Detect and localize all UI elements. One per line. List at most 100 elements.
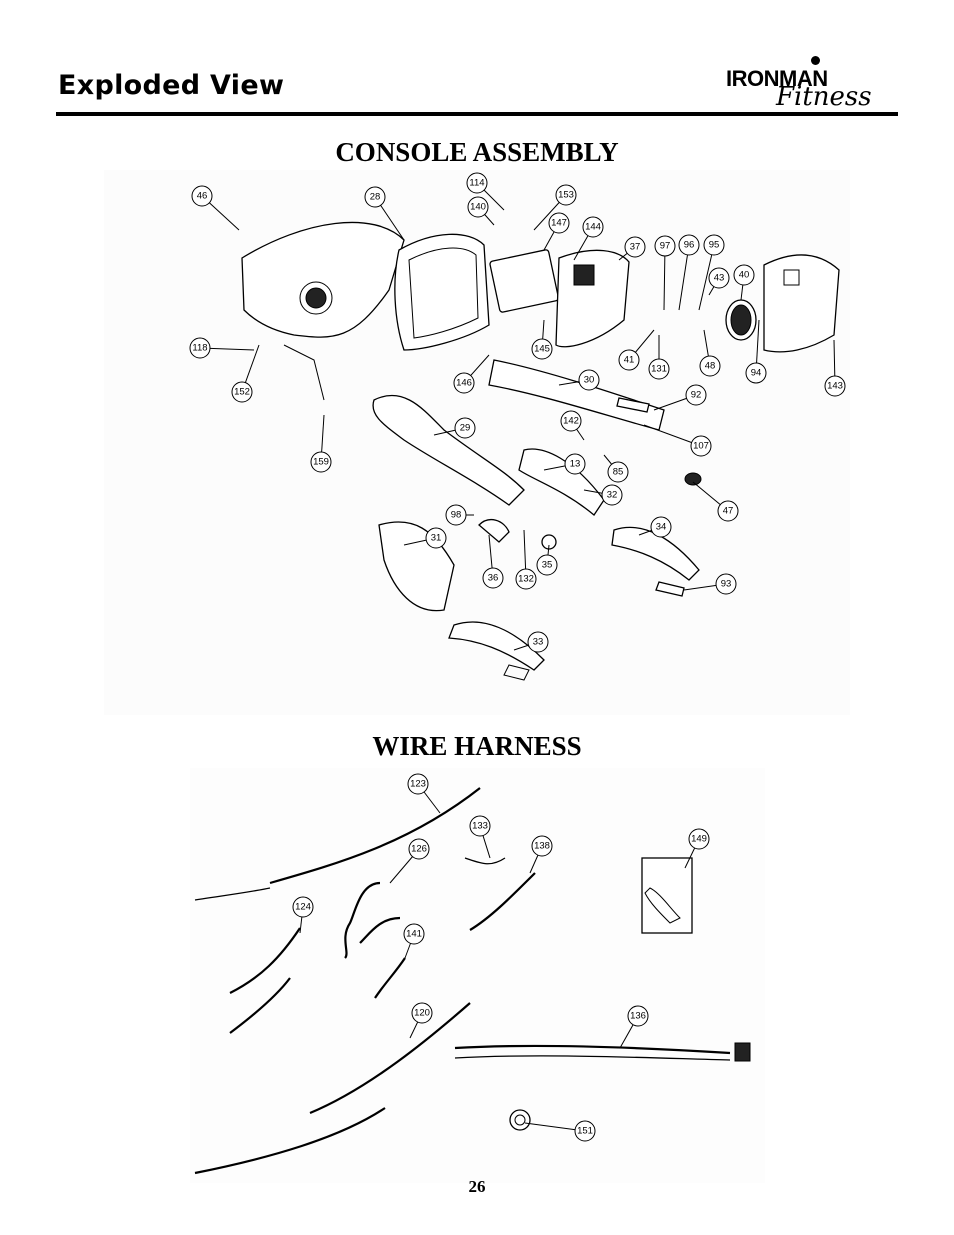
console-callout-circle-13 (564, 453, 586, 475)
wire-callout-136: 136 (619, 1005, 649, 1049)
wire-harness-title: WIRE HARNESS (372, 731, 582, 761)
console-callout-label-142: 142 (563, 416, 579, 427)
console-callout-label-40: 40 (739, 270, 750, 281)
console-callout-41: 41 (618, 329, 655, 371)
console-parts (241, 221, 840, 681)
console-callout-48: 48 (699, 329, 721, 377)
console-callout-label-29: 29 (460, 423, 471, 434)
console-callout-143: 143 (824, 339, 846, 397)
console-callout-142: 142 (560, 410, 585, 441)
console-callout-label-43: 43 (714, 273, 725, 284)
console-callout-114: 114 (466, 172, 505, 211)
console-callout-circle-35 (536, 554, 558, 576)
console-callout-circle-31 (425, 527, 447, 549)
console-callout-circle-46 (191, 185, 213, 207)
wire-callout-133: 133 (469, 815, 491, 859)
console-callout-97: 97 (654, 235, 676, 311)
console-callout-label-159: 159 (313, 457, 329, 468)
wire-callout-circle-133 (469, 815, 491, 837)
console-assembly-title: CONSOLE ASSEMBLY (335, 137, 619, 167)
console-callout-label-98: 98 (451, 510, 462, 521)
wire-callout-circle-136 (627, 1005, 649, 1027)
console-callout-47: 47 (692, 481, 739, 522)
console-callout-circle-98 (445, 504, 467, 526)
wire-callout-circle-151 (574, 1120, 596, 1142)
console-callout-32: 32 (583, 484, 623, 506)
console-callout-circle-40 (733, 264, 755, 286)
wire-callout-120: 120 (409, 1002, 433, 1039)
console-callout-118: 118 (189, 337, 255, 359)
console-callout-label-114: 114 (469, 178, 484, 189)
console-callout-circle-143 (824, 375, 846, 397)
console-callout-144: 144 (573, 216, 604, 261)
console-callout-label-33: 33 (533, 637, 544, 648)
console-callout-36: 36 (482, 534, 504, 589)
console-callout-85: 85 (603, 454, 629, 483)
wire-callout-label-120: 120 (414, 1008, 430, 1019)
console-callout-label-93: 93 (721, 579, 732, 590)
console-callout-circle-145 (531, 338, 553, 360)
console-callout-circle-118 (189, 337, 211, 359)
wire-callout-label-149: 149 (691, 834, 707, 845)
console-callout-132: 132 (515, 529, 537, 590)
console-callout-label-48: 48 (705, 361, 716, 372)
wire-callout-label-126: 126 (411, 844, 427, 855)
wire-callout-label-136: 136 (630, 1011, 646, 1022)
console-callout-107: 107 (643, 424, 712, 457)
console-callout-label-47: 47 (723, 506, 734, 517)
console-callout-circle-48 (699, 355, 721, 377)
wire-callout-123: 123 (407, 773, 441, 814)
wire-callout-label-138: 138 (534, 841, 550, 852)
console-callout-92: 92 (653, 384, 707, 411)
console-leader-97 (663, 245, 666, 311)
console-callout-label-107: 107 (693, 441, 709, 452)
console-callout-circle-47 (717, 500, 739, 522)
wire-callout-circle-124 (292, 896, 314, 918)
console-callout-circle-30 (578, 369, 600, 391)
wire-callout-label-141: 141 (406, 929, 422, 940)
console-callout-label-97: 97 (660, 241, 671, 252)
page-title: Exploded View (58, 70, 285, 101)
console-callout-140: 140 (467, 196, 495, 226)
console-callout-95: 95 (698, 234, 725, 311)
console-callout-circle-85 (607, 461, 629, 483)
header-divider (56, 112, 898, 116)
console-callout-152: 152 (231, 344, 260, 403)
console-callout-label-31: 31 (431, 533, 442, 544)
console-callout-43: 43 (708, 267, 730, 296)
console-callout-label-147: 147 (551, 218, 567, 229)
console-callout-circle-93 (715, 573, 737, 595)
console-callout-label-131: 131 (651, 364, 667, 375)
console-callout-label-36: 36 (488, 573, 499, 584)
console-callout-label-132: 132 (518, 574, 534, 585)
console-leader-96 (678, 244, 690, 311)
console-callout-label-28: 28 (370, 192, 381, 203)
wire-callout-circle-141 (403, 923, 425, 945)
console-callout-35: 35 (536, 544, 558, 576)
console-callout-label-118: 118 (192, 343, 207, 354)
wire-callout-circle-149 (688, 828, 710, 850)
console-callout-94: 94 (745, 319, 767, 384)
console-callout-145: 145 (531, 319, 553, 360)
wire-callout-circle-120 (411, 1002, 433, 1024)
wire-callout-label-151: 151 (577, 1126, 593, 1137)
console-callout-96: 96 (678, 234, 700, 311)
logo-dot-icon (811, 56, 820, 65)
console-callout-label-41: 41 (624, 355, 635, 366)
wire-callout-149: 149 (684, 828, 710, 869)
console-callout-circle-92 (685, 384, 707, 406)
console-callout-label-13: 13 (570, 459, 581, 470)
console-callout-circle-146 (453, 372, 475, 394)
console-callout-circle-140 (467, 196, 489, 218)
console-callout-label-152: 152 (234, 387, 250, 398)
console-callout-circle-33 (527, 631, 549, 653)
logo-sub-text: Fitness (776, 82, 872, 112)
console-callout-circle-97 (654, 235, 676, 257)
console-callout-29: 29 (433, 417, 476, 439)
console-callout-circle-152 (231, 381, 253, 403)
console-callout-circle-95 (703, 234, 725, 256)
console-callout-label-145: 145 (534, 344, 550, 355)
